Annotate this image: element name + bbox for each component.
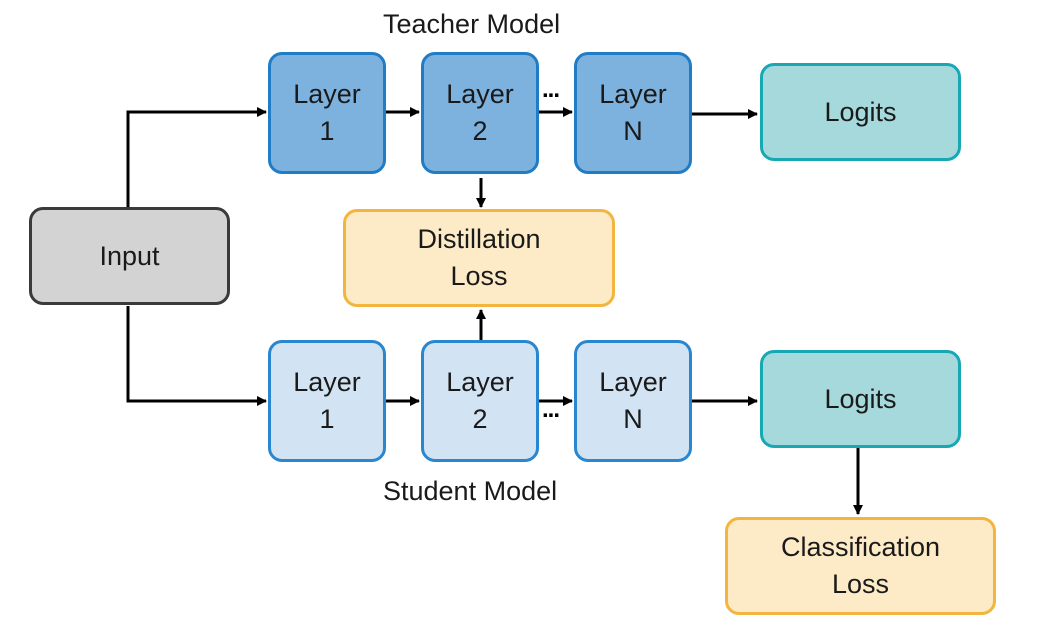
loss-label: Loss — [450, 261, 508, 291]
teacher-logits: Logits — [760, 63, 961, 161]
teacher-model-caption: Teacher Model — [383, 9, 561, 39]
logits-label: Logits — [824, 383, 897, 414]
layer-label: Layer — [446, 367, 514, 397]
arrow-input-to-student — [126, 306, 267, 406]
distillation-loss: Distillation Loss — [343, 209, 615, 307]
input-label: Input — [99, 240, 160, 271]
student-layer-2: Layer 2 — [421, 340, 539, 462]
student-layer-1: Layer 1 — [268, 340, 386, 462]
layer-index: N — [623, 116, 643, 146]
layer-index: N — [623, 404, 643, 434]
teacher-ellipsis: ... — [542, 76, 560, 103]
teacher-layer-2: Layer 2 — [421, 52, 539, 174]
classification-label: Classification — [780, 532, 941, 562]
layer-index: 2 — [472, 404, 488, 434]
layer-label: Layer — [293, 367, 361, 397]
classification-loss: Classification Loss — [725, 517, 996, 615]
arrow-input-to-teacher — [126, 107, 267, 207]
layer-label: Layer — [599, 367, 667, 397]
layer-label: Layer — [446, 79, 514, 109]
teacher-layer-n: Layer N — [574, 52, 692, 174]
layer-label: Layer — [599, 79, 667, 109]
layer-index: 1 — [319, 116, 335, 146]
student-model-caption: Student Model — [383, 476, 558, 506]
student-layer-n: Layer N — [574, 340, 692, 462]
input-node: Input — [29, 207, 230, 305]
distillation-label: Distillation — [417, 224, 541, 254]
layer-label: Layer — [293, 79, 361, 109]
student-logits: Logits — [760, 350, 961, 448]
logits-label: Logits — [824, 96, 897, 127]
student-ellipsis: ... — [542, 396, 560, 423]
layer-index: 2 — [472, 116, 488, 146]
teacher-layer-1: Layer 1 — [268, 52, 386, 174]
layer-index: 1 — [319, 404, 335, 434]
loss-label: Loss — [831, 569, 890, 599]
